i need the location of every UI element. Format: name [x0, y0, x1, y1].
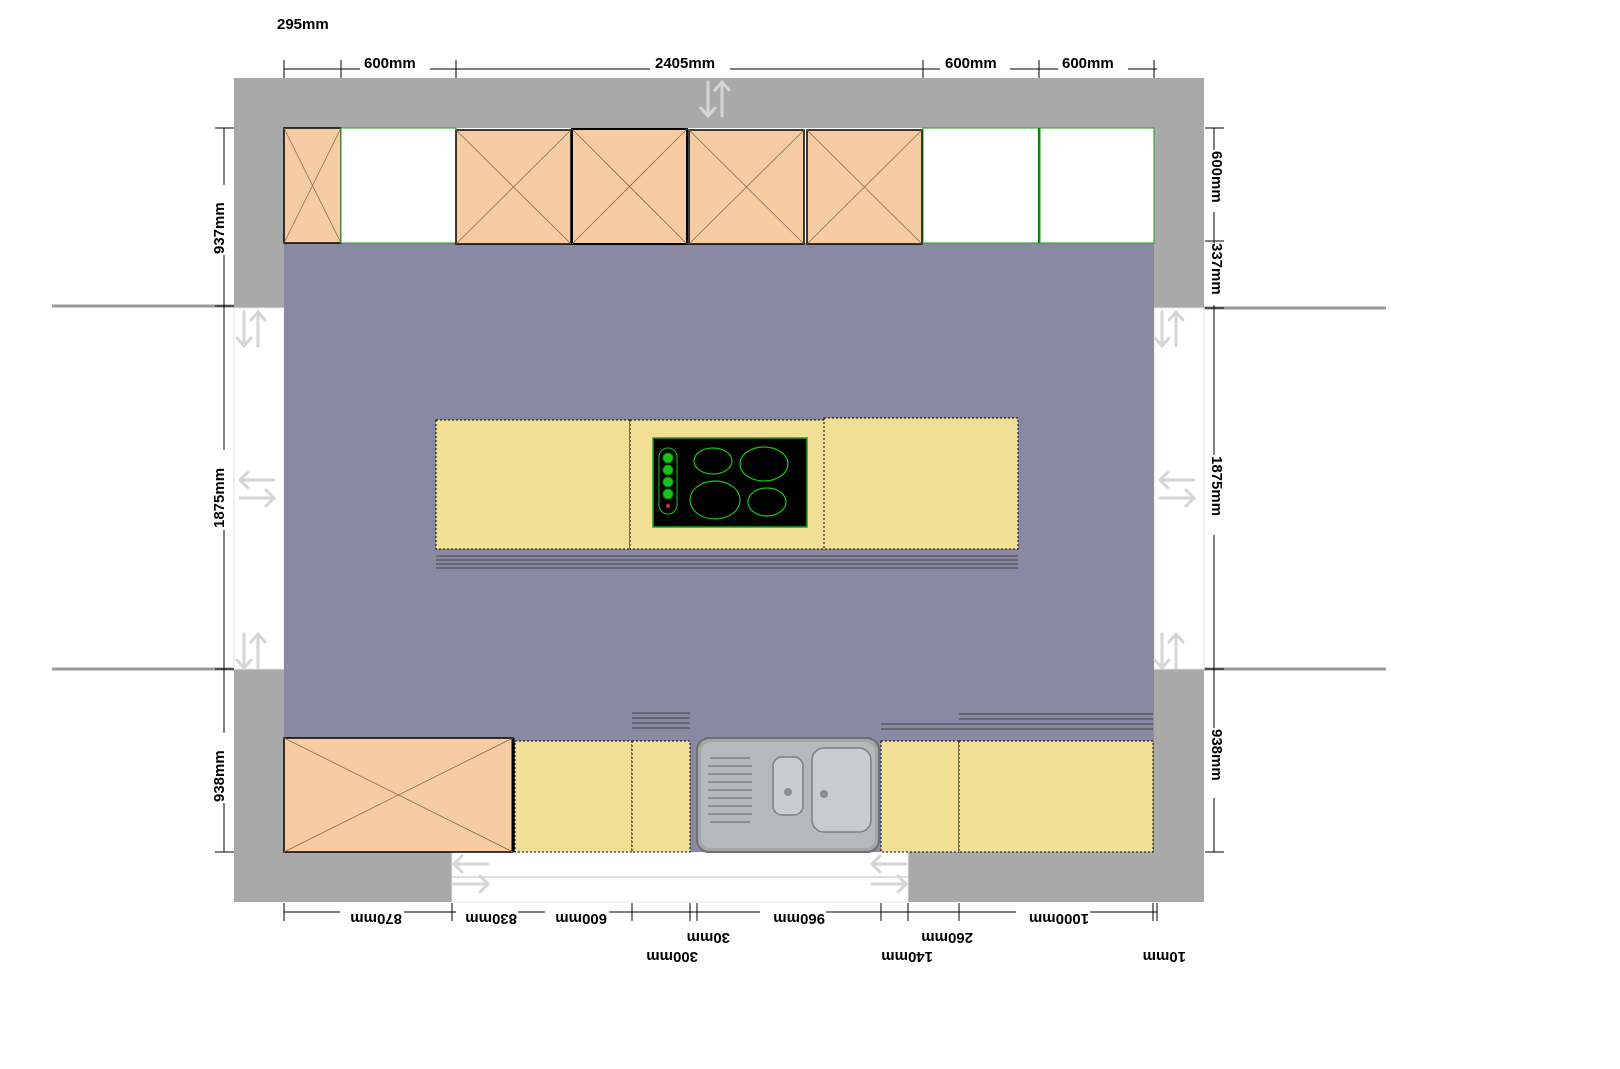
sink-unit	[696, 737, 880, 853]
dimension-lines-bottom	[283, 903, 1158, 921]
burner-ring	[739, 446, 789, 482]
dimension-label-left: 1875mm	[211, 468, 228, 528]
dimension-label-bottom: 960mm	[773, 910, 825, 927]
dimension-label-right: 938mm	[1208, 729, 1225, 781]
dimension-label-bottom: 870mm	[350, 910, 402, 927]
base-unit-bottom-2	[631, 740, 691, 853]
cooktop-controls	[658, 447, 678, 515]
sink-bowl-small	[772, 756, 804, 816]
tall-unit-top-5	[806, 129, 923, 245]
burner-ring	[747, 487, 787, 517]
horizontal-double-arrow-icon	[869, 854, 909, 894]
right-wall-upper	[1154, 78, 1204, 308]
bottom-opening	[451, 851, 909, 903]
drain-icon	[784, 788, 792, 796]
dimension-label-bottom: 30mm	[687, 929, 730, 946]
dimension-label-top: 2405mm	[655, 55, 715, 72]
dimension-label-top: 600mm	[364, 55, 416, 72]
indicator-light-icon	[666, 504, 670, 508]
dimension-label-bottom: 300mm	[646, 948, 698, 965]
dimension-label-top: 600mm	[1062, 55, 1114, 72]
tall-unit-top-1	[283, 127, 342, 244]
base-unit-bottom-4	[958, 740, 1154, 853]
base-unit-bottom-1	[514, 740, 633, 853]
burner-ring	[693, 447, 733, 475]
dimension-label-bottom: 600mm	[555, 910, 607, 927]
dimension-label-right: 1875mm	[1208, 456, 1225, 516]
tall-unit-top-2	[455, 129, 572, 245]
open-space-top-3	[1039, 127, 1155, 244]
left-opening	[233, 307, 285, 670]
control-knob-icon	[662, 452, 674, 464]
plinth-lines-left	[632, 712, 690, 729]
burner-ring	[689, 480, 741, 520]
vertical-double-arrow-icon	[1153, 309, 1185, 349]
vertical-double-arrow-icon	[235, 309, 267, 349]
bottom-wall-left	[234, 852, 452, 902]
right-opening	[1153, 307, 1205, 670]
vertical-double-arrow-icon	[699, 79, 731, 119]
horizontal-double-arrow-icon	[451, 854, 491, 894]
tall-unit-top-4	[688, 129, 805, 245]
control-knob-icon	[662, 464, 674, 476]
left-wall-upper	[234, 78, 284, 308]
drain-icon	[820, 790, 828, 798]
direction-arrows	[235, 79, 1197, 894]
dimension-label-bottom: 260mm	[921, 929, 973, 946]
dimension-label-right: 337mm	[1208, 243, 1225, 295]
drainer	[708, 757, 752, 823]
kitchen-island	[435, 417, 1019, 569]
control-knob-icon	[662, 476, 674, 488]
top-units	[283, 127, 1155, 245]
dimension-label-bottom: 830mm	[465, 910, 517, 927]
dimension-label-right: 600mm	[1208, 151, 1225, 203]
dimension-label-bottom: 140mm	[881, 948, 933, 965]
sink-bowl-large	[811, 747, 872, 833]
vertical-double-arrow-icon	[1153, 631, 1185, 671]
cooktop	[652, 437, 808, 528]
tall-unit-top-3	[571, 128, 688, 245]
dimension-label-top: 600mm	[945, 55, 997, 72]
open-space-top-2	[922, 127, 1040, 244]
dimension-label-bottom: 10mm	[1143, 948, 1186, 965]
dimension-label-left: 938mm	[211, 750, 228, 802]
island-base-unit-right	[823, 417, 1019, 550]
base-unit-bottom-3	[880, 740, 960, 853]
island-base-unit-left	[435, 419, 631, 550]
tall-unit-bottom	[283, 737, 515, 853]
dimension-label-bottom: 1000mm	[1029, 910, 1089, 927]
island-plinth-lines	[436, 555, 1018, 569]
dimension-label-top-offset: 295mm	[277, 16, 329, 33]
horizontal-double-arrow-icon	[1157, 470, 1197, 508]
vertical-double-arrow-icon	[235, 631, 267, 671]
bottom-wall-right	[908, 852, 1204, 902]
dimension-label-left: 937mm	[211, 202, 228, 254]
horizontal-double-arrow-icon	[237, 470, 277, 508]
open-space-top-1	[340, 127, 457, 244]
bottom-units	[283, 712, 1154, 853]
plinth-lines-right	[881, 713, 1153, 730]
control-knob-icon	[662, 488, 674, 500]
